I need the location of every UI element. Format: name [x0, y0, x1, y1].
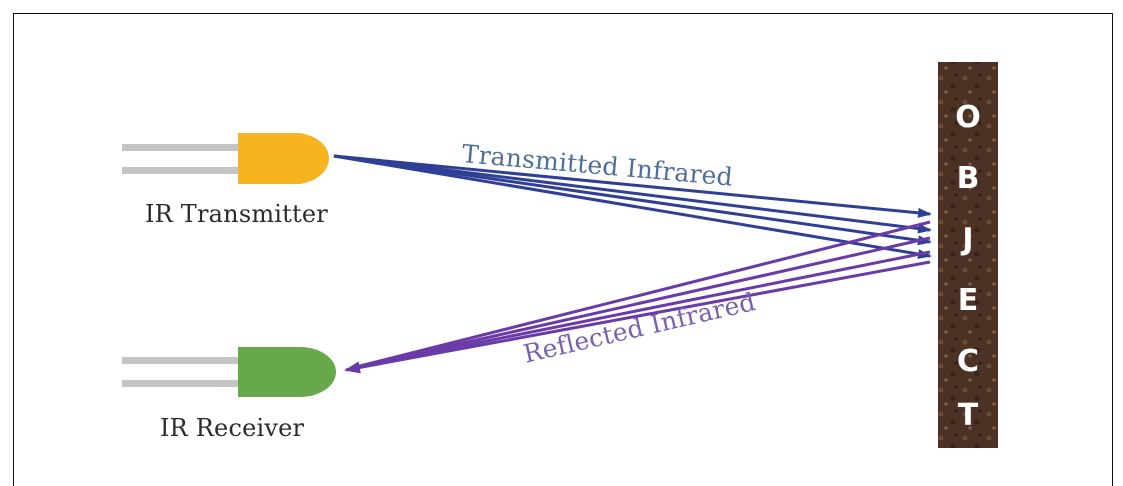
transmitter-body	[238, 133, 329, 184]
object-letter-e: E	[957, 283, 979, 318]
transmitter-lead-top	[122, 144, 240, 151]
ir-receiver-led	[122, 347, 336, 397]
object-block	[938, 62, 998, 448]
receiver-lead-top	[122, 357, 240, 364]
receiver-lead-bottom	[122, 380, 240, 387]
object-letter-o: O	[955, 100, 981, 135]
reflected-ray-4	[344, 260, 931, 374]
transmitter-label: IR Transmitter	[145, 200, 328, 228]
transmitted-ray-1	[333, 154, 932, 218]
transmitted-ray-3	[333, 154, 932, 246]
reflected-ray-2	[351, 236, 931, 370]
transmitted-ray-2	[333, 154, 932, 234]
ir-transmitter-led	[122, 133, 329, 184]
object-letter-t: T	[957, 398, 979, 433]
reflected-rays	[344, 220, 931, 374]
receiver-label: IR Receiver	[160, 414, 305, 442]
object-letter-c: C	[956, 344, 980, 379]
reflected-ray-1	[351, 220, 931, 370]
receiver-body	[238, 347, 336, 397]
transmitter-lead-bottom	[122, 167, 240, 174]
transmitted-rays	[333, 154, 932, 259]
reflected-ray-3	[351, 250, 931, 370]
transmitted-ray-4	[333, 154, 932, 259]
object-letter-b: B	[956, 161, 980, 196]
object-letter-j: J	[962, 222, 974, 257]
